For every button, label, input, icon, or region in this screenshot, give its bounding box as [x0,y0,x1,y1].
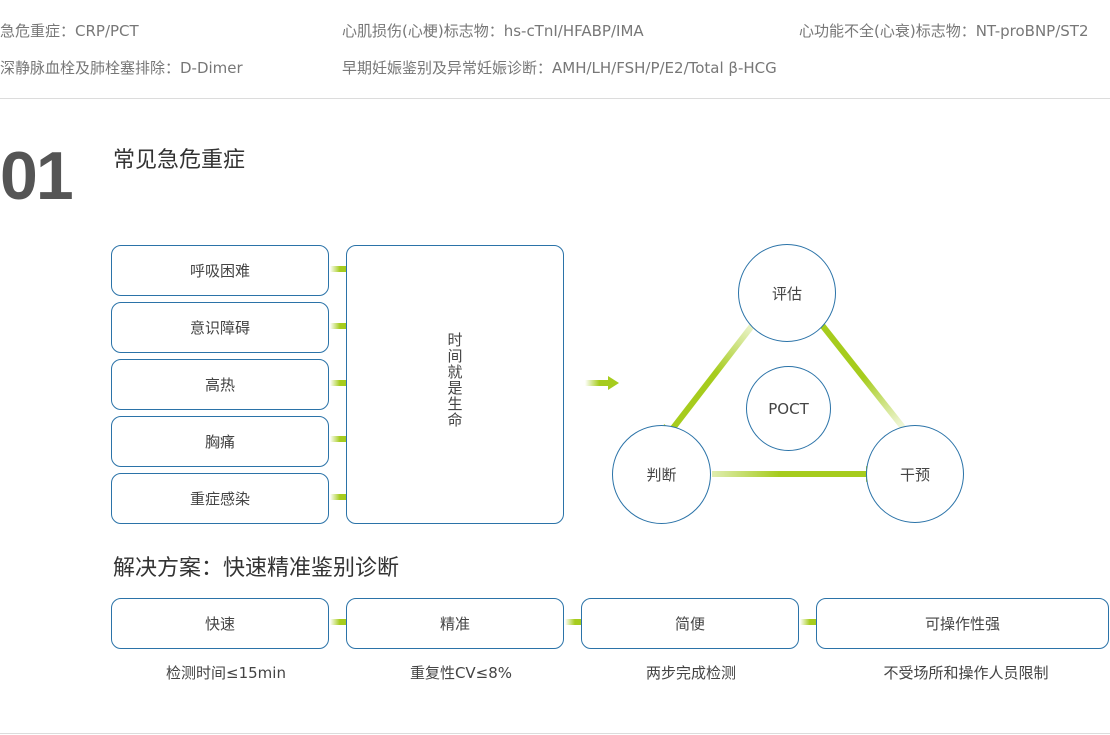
feature-label: 可操作性强 [924,615,1000,633]
feature-box-operable: 可操作性强 [816,598,1109,649]
marker-pregnancy: 早期妊娠鉴别及异常妊娠诊断：AMH/LH/FSH/P/E2/Total β-HC… [342,59,777,77]
judge-to-intervene-arrow [712,466,880,482]
marker-heart-failure: 心功能不全(心衰)标志物：NT-proBNP/ST2 [799,22,1089,40]
symptom-box-2: 意识障碍 [111,302,329,353]
feature-caption-operable: 不受场所和操作人员限制 [883,664,1049,682]
symptom-box-5: 重症感染 [111,473,329,524]
poct-label: POCT [768,399,809,418]
feature-caption-accurate: 重复性CV≤8% [409,664,513,682]
evaluate-label: 评估 [771,284,802,303]
to-cycle-arrow [585,376,619,390]
poct-circle: POCT [746,366,831,451]
evaluate-circle: 评估 [738,244,836,342]
time-is-life-label: 时间就是生命 [447,331,463,429]
symptom-box-4: 胸痛 [111,416,329,467]
feature-box-fast: 快速 [111,598,329,649]
evaluate-to-judge-arrow [661,316,761,442]
intervene-label: 干预 [899,465,930,484]
feature-box-accurate: 精准 [346,598,564,649]
symptom-label: 重症感染 [189,490,250,508]
symptom-box-1: 呼吸困难 [111,245,329,296]
symptom-label: 胸痛 [204,433,235,451]
feature-box-simple: 简便 [581,598,799,649]
symptom-label: 呼吸困难 [189,262,250,280]
judge-circle: 判断 [612,425,711,524]
time-is-life-box: 时间就是生命 [346,245,564,524]
feature-caption-fast: 检测时间≤15min [166,664,286,682]
top-divider [0,98,1110,99]
feature-caption-simple: 两步完成检测 [645,664,736,682]
marker-crp-pct: 急危重症：CRP/PCT [0,22,139,40]
feature-label: 精准 [439,615,470,633]
judge-label: 判断 [646,466,677,484]
symptom-box-3: 高热 [111,359,329,410]
symptom-label: 高热 [204,376,235,394]
feature-label: 快速 [204,615,235,633]
intervene-circle: 干预 [866,425,964,523]
solution-title: 解决方案：快速精准鉴别诊断 [113,556,400,581]
feature-label: 简便 [674,615,705,633]
bottom-divider [0,733,1110,734]
section-title: 常见急危重症 [113,148,246,173]
section-number: 01 [0,138,74,214]
marker-cardiac-injury: 心肌损伤(心梗)标志物：hs-cTnI/HFABP/IMA [342,22,644,40]
marker-d-dimer: 深静脉血栓及肺栓塞排除：D-Dimer [0,59,243,77]
symptom-label: 意识障碍 [189,319,250,337]
